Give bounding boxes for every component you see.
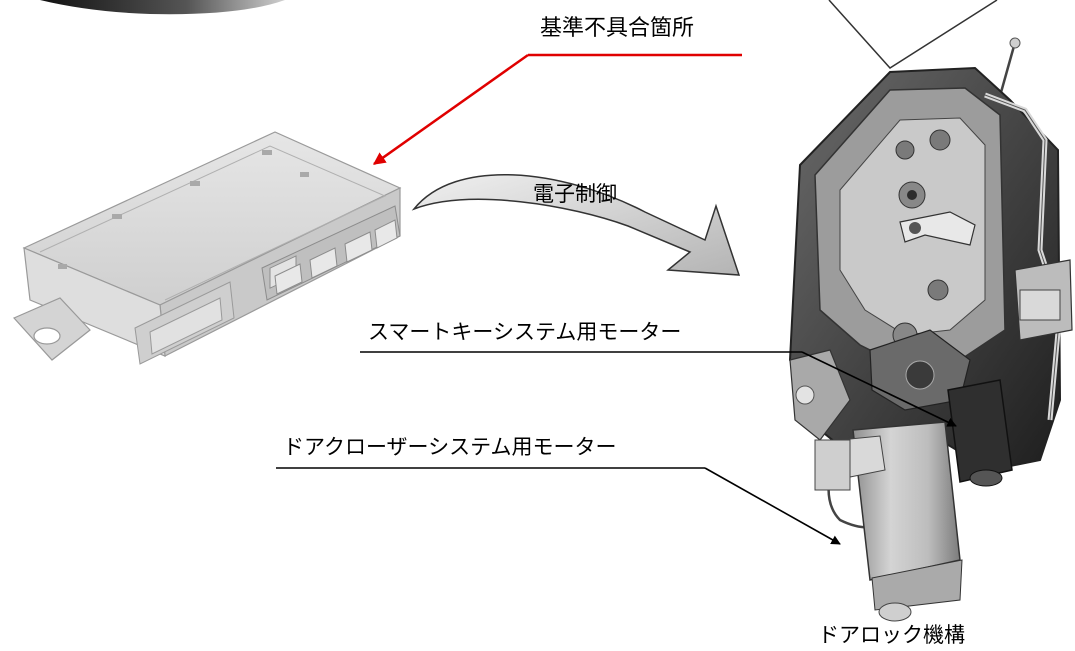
door-lock-mechanism-label: ドアロック機構 bbox=[818, 623, 965, 647]
smart-key-leader-arrow bbox=[801, 351, 957, 427]
smart-key-motor-label: スマートキーシステム用モーター bbox=[368, 320, 682, 344]
door-closer-leader-arrow bbox=[704, 467, 841, 545]
defect-callout-arrow bbox=[372, 53, 529, 166]
door-closer-motor-illustration bbox=[814, 421, 963, 622]
electronic-control-arrow bbox=[411, 173, 741, 276]
electronic-control-label: 電子制御 bbox=[533, 182, 617, 206]
ecu-module-illustration bbox=[12, 131, 402, 365]
door-lock-actuator-illustration bbox=[788, 37, 1073, 622]
smart-key-motor-illustration bbox=[947, 379, 1013, 487]
top-cropped-shape bbox=[40, 0, 285, 15]
door-closer-motor-label: ドアクローザーシステム用モーター bbox=[283, 435, 617, 459]
defect-location-label: 基準不具合箇所 bbox=[540, 16, 695, 41]
top-right-chevron-outline bbox=[828, 0, 998, 69]
